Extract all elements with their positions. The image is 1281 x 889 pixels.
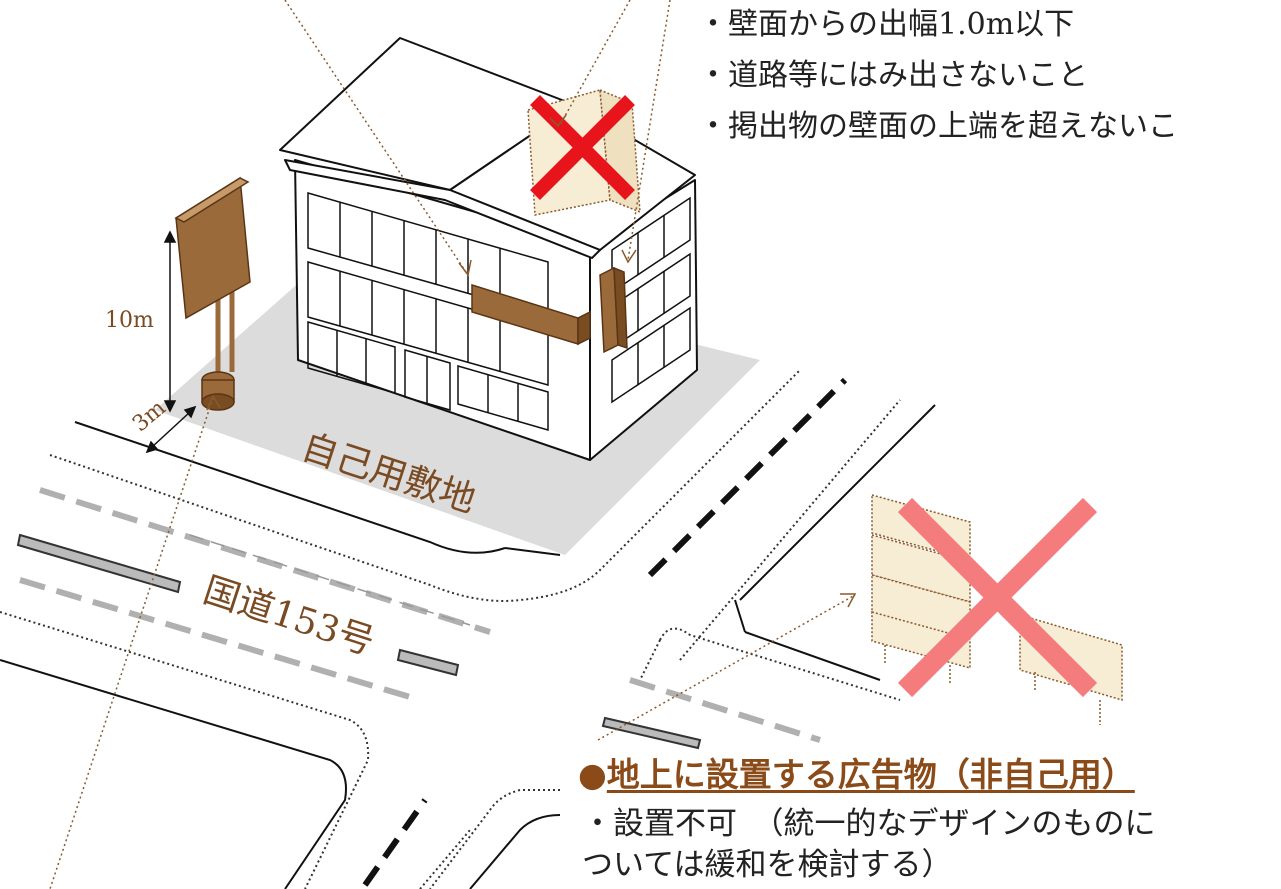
height-dimension-label: 10m xyxy=(105,308,154,333)
rule-wall-top-limit: ・掲出物の壁面の上端を超えないこ xyxy=(698,109,1178,144)
road-dotted-lines xyxy=(0,369,901,889)
ground-sign-line-1: ・設置不可 （統一的なデザインのものに xyxy=(582,806,1156,842)
ground-sign-heading: ●地上に設置する広告物（非自己用） xyxy=(578,758,1135,791)
heading-bullet-icon: ● xyxy=(578,755,607,794)
ground-sign-heading-text: 地上に設置する広告物（非自己用） xyxy=(606,755,1135,794)
road-lines xyxy=(0,404,936,889)
lane-dashes xyxy=(19,487,821,743)
dimension-arrows xyxy=(145,230,197,454)
leader-lines xyxy=(49,0,856,889)
center-line xyxy=(362,377,848,887)
medians xyxy=(16,533,702,750)
rooftop-cross-icon xyxy=(530,95,635,200)
pole-sign xyxy=(174,176,251,411)
rule-projection-limit: ・壁面からの出幅1.0m以下 xyxy=(698,7,1075,42)
wall-sign-horizontal xyxy=(471,283,591,346)
rule-no-road-overhang: ・道路等にはみ出さないこと xyxy=(698,58,1088,93)
leader-arrowheads xyxy=(206,114,857,608)
lane-thin-dash xyxy=(189,534,471,626)
offsite-cross-icon xyxy=(897,497,1098,698)
wall-sign-projecting xyxy=(599,266,628,354)
ground-sign-line-2: ついては緩和を検討する） xyxy=(582,847,953,883)
